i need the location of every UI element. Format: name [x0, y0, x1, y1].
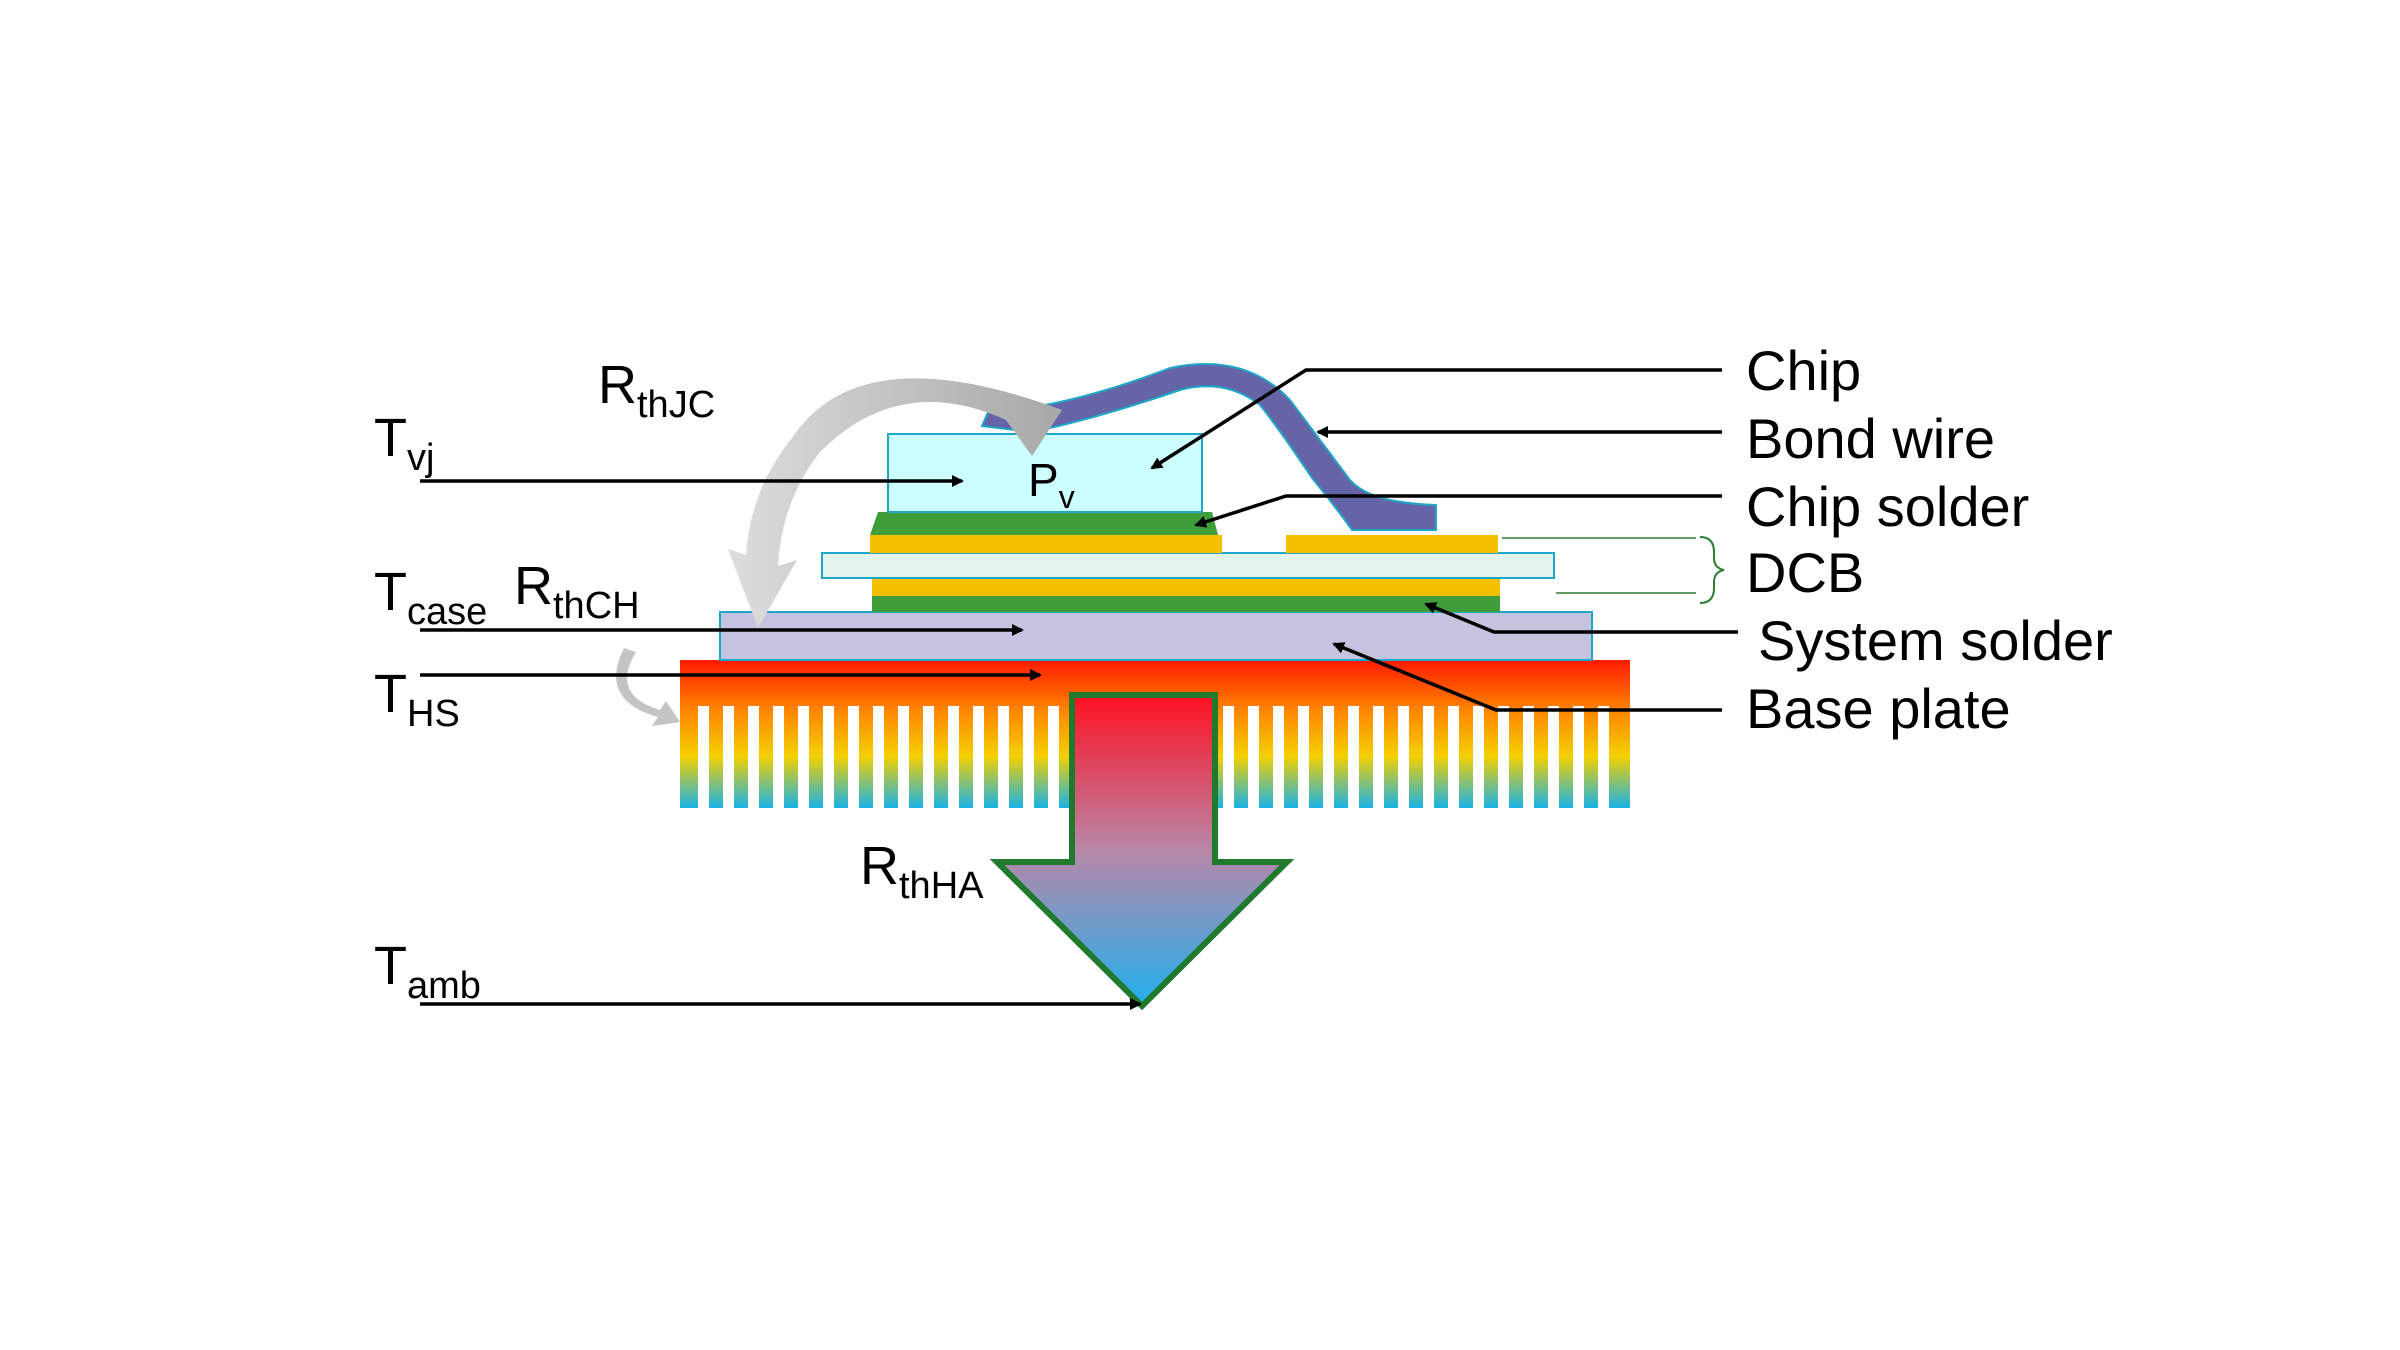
fin-gap	[1398, 706, 1409, 810]
label-chip-solder: Chip solder	[1746, 475, 2029, 538]
label-chip: Chip	[1746, 339, 1861, 402]
label-rthch: RthCH	[514, 556, 640, 627]
rthjc-curved-arrow	[728, 378, 1062, 628]
dcb-brace	[1699, 536, 1725, 604]
temperature-leaders	[420, 475, 1142, 1010]
heat-flow-arrow	[989, 692, 1295, 1011]
label-tcase: Tcase	[374, 562, 487, 633]
label-tvj: Tvj	[374, 408, 434, 479]
label-tamb: Tamb	[374, 936, 481, 1007]
fin-gap	[898, 706, 909, 810]
heat-sink-fin-gaps	[698, 706, 1609, 810]
fin-gap	[1473, 706, 1484, 810]
fin-gap	[798, 706, 809, 810]
base-plate-leader	[1332, 642, 1722, 712]
fin-gap	[873, 706, 884, 810]
chip-solder-leader	[1194, 494, 1722, 528]
fin-gap	[1023, 706, 1034, 810]
fin-gap	[1448, 706, 1459, 810]
dcb-bracket	[1502, 536, 1725, 604]
fin-gap	[1273, 706, 1284, 810]
fin-gap	[1373, 706, 1384, 810]
fin-gap	[1348, 706, 1359, 810]
label-rthha: RthHA	[860, 836, 984, 907]
fin-gap	[1498, 706, 1509, 810]
fin-gap	[1298, 706, 1309, 810]
dcb-top-copper-left	[870, 535, 1222, 553]
fin-gap	[1223, 706, 1234, 810]
base-plate	[719, 611, 1593, 661]
system-solder-leader	[1424, 602, 1738, 634]
label-base-plate: Base plate	[1746, 677, 2011, 740]
label-bond-wire: Bond wire	[1746, 407, 1995, 470]
rthch-curved-arrow	[616, 648, 680, 726]
label-power-loss: Pv	[1028, 454, 1075, 515]
fin-gap	[923, 706, 934, 810]
dcb-top-copper-right	[1286, 535, 1498, 553]
system-solder	[872, 596, 1500, 612]
chip-solder	[870, 512, 1218, 535]
fin-gap	[748, 706, 759, 810]
fin-gap	[1048, 706, 1059, 810]
label-dcb: DCB	[1746, 541, 1864, 604]
fin-gap	[848, 706, 859, 810]
fin-gap	[948, 706, 959, 810]
component-leaders	[1150, 368, 1738, 712]
fin-gap	[998, 706, 1009, 810]
chip-leader	[1150, 368, 1722, 470]
fin-gap	[1248, 706, 1259, 810]
fin-gap	[1323, 706, 1334, 810]
fin-gap	[723, 706, 734, 810]
label-ths: THS	[374, 664, 460, 735]
fin-gap	[823, 706, 834, 810]
dcb-ceramic	[821, 552, 1555, 579]
fin-gap	[1598, 706, 1609, 810]
fin-gap	[1523, 706, 1534, 810]
dcb-bottom-copper	[872, 578, 1500, 596]
label-system-solder: System solder	[1758, 609, 2113, 672]
fin-gap	[1573, 706, 1584, 810]
fin-gap	[1548, 706, 1559, 810]
fin-gap	[773, 706, 784, 810]
bond-wire	[980, 363, 1437, 531]
fin-gap	[698, 706, 709, 810]
chip	[887, 433, 1203, 513]
fin-gap	[973, 706, 984, 810]
fin-gap	[1423, 706, 1434, 810]
label-rthjc: RthJC	[598, 355, 715, 426]
